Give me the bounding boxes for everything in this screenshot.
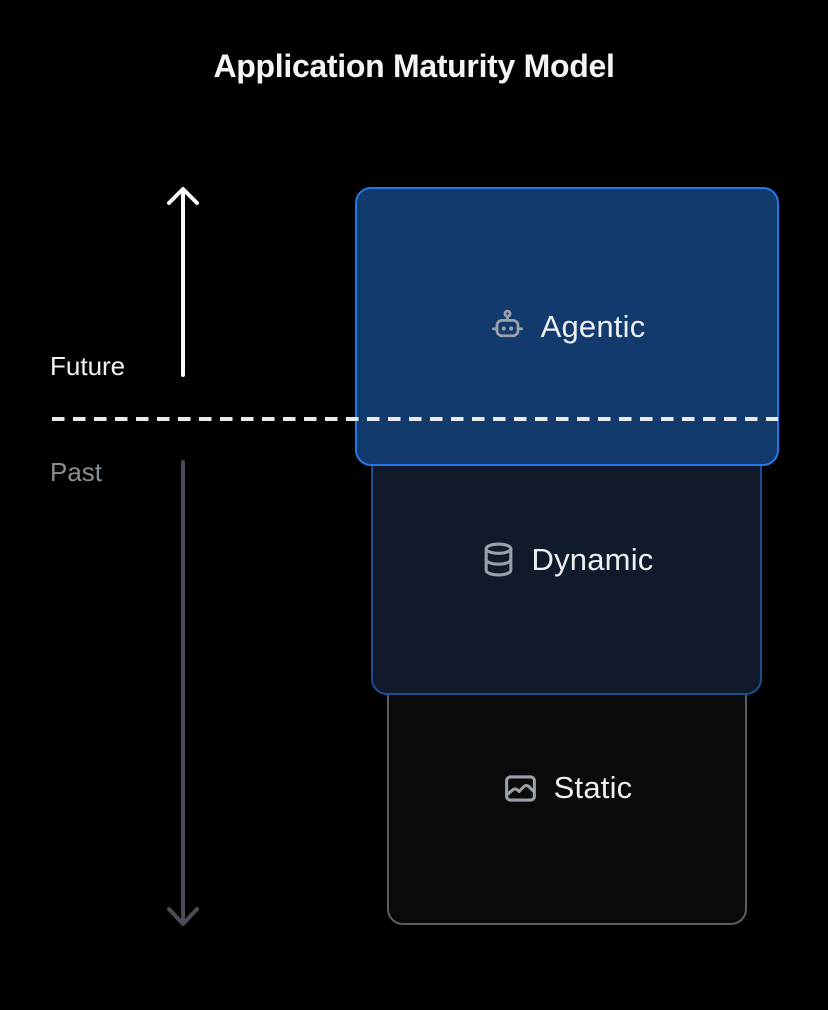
robot-icon <box>489 308 526 345</box>
database-icon <box>480 541 517 578</box>
level-agentic: Agentic <box>355 187 779 466</box>
past-arrow-icon <box>167 460 199 926</box>
future-label: Future <box>50 351 126 381</box>
image-icon <box>502 770 539 807</box>
past-label: Past <box>50 457 103 487</box>
level-label: Static <box>553 770 633 805</box>
level-dynamic: Dynamic <box>371 424 762 695</box>
present-divider-dashed-line <box>52 417 778 421</box>
level-label: Dynamic <box>531 541 654 577</box>
level-label: Agentic <box>540 308 646 344</box>
page-title: Application Maturity Model <box>213 48 615 84</box>
level-static: Static <box>387 651 747 925</box>
future-arrow-icon <box>167 187 199 377</box>
